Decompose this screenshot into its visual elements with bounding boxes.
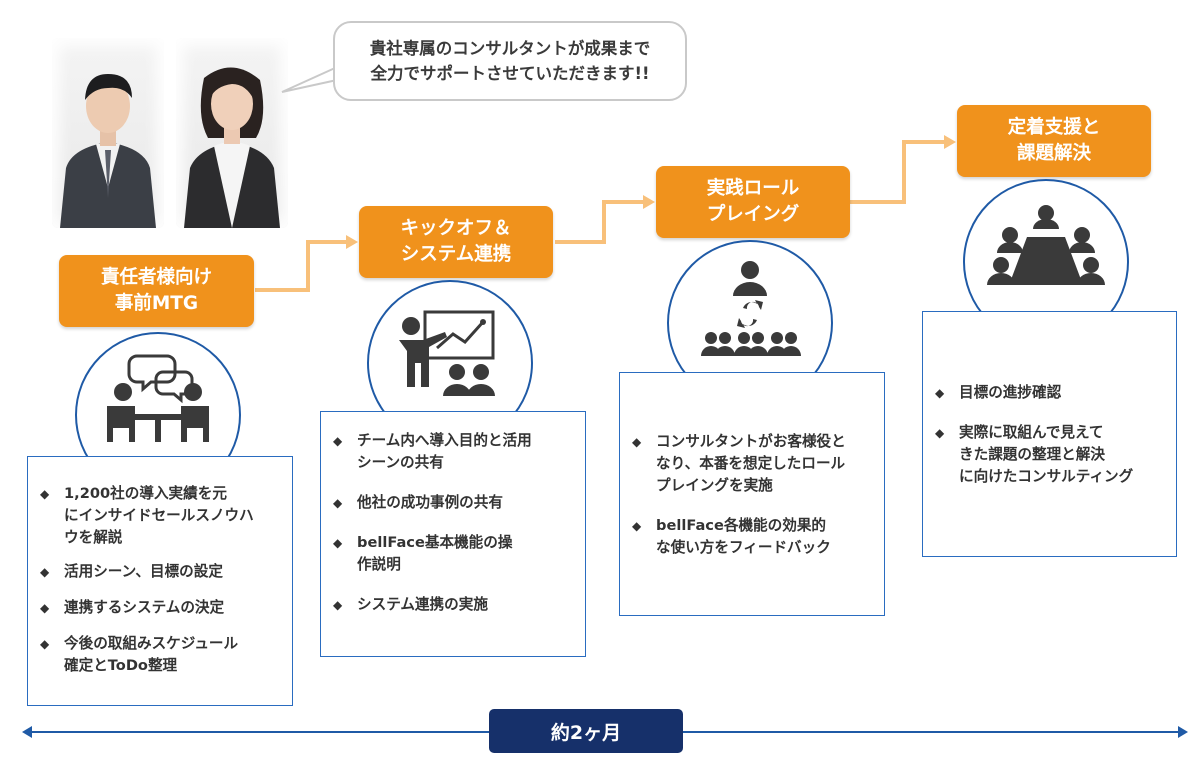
step-1-label: 責任者様向け 事前MTG — [59, 255, 254, 327]
consultant-photo-male — [52, 38, 164, 228]
role-playing-icon — [701, 261, 801, 356]
speech-bubble-tail — [281, 67, 338, 93]
connector-2-3 — [555, 200, 647, 244]
step-3-bullet-2: bellFace各機能の効果的 な使い方をフィードバック — [632, 515, 884, 559]
consultant-photo-female — [176, 38, 288, 228]
step-2-label: キックオフ＆ システム連携 — [359, 206, 553, 278]
timeline-arrow-right — [1178, 726, 1188, 738]
connector-arrowhead-3 — [944, 135, 956, 149]
step-3-details: コンサルタントがお客様役と なり、本番を想定したロール プレイングを実施 bel… — [619, 372, 885, 616]
step-3-bullet-1: コンサルタントがお客様役と なり、本番を想定したロール プレイングを実施 — [632, 431, 884, 497]
connector-1-2 — [255, 240, 350, 292]
step-1-bullet-1: 1,200社の導入実績を元 にインサイドセールスノウハ ウを解説 — [40, 483, 292, 549]
step-2-bullet-1: チーム内へ導入目的と活用 シーンの共有 — [333, 430, 585, 474]
step-4-bullet-2: 実際に取組んで見えて きた課題の整理と解決 に向けたコンサルティング — [935, 422, 1176, 488]
step-4-bullet-1: 目標の進捗確認 — [935, 382, 1176, 404]
step-1-bullet-3: 連携するシステムの決定 — [40, 597, 292, 619]
timeline-arrow-left — [22, 726, 32, 738]
speech-bubble: 貴社専属のコンサルタントが成果まで 全力でサポートさせていただきます!! — [333, 21, 687, 101]
step-2-bullet-4: システム連携の実施 — [333, 594, 585, 616]
step-2-details: チーム内へ導入目的と活用 シーンの共有 他社の成功事例の共有 bellFace基… — [320, 411, 586, 657]
meeting-icon — [107, 354, 209, 442]
step-1-details: 1,200社の導入実績を元 にインサイドセールスノウハ ウを解説 活用シーン、目… — [27, 456, 293, 706]
speech-bubble-text: 貴社専属のコンサルタントが成果まで 全力でサポートさせていただきます!! — [369, 39, 651, 83]
step-2-bullet-2: 他社の成功事例の共有 — [333, 492, 585, 514]
step-3-label: 実践ロール プレイング — [656, 166, 850, 238]
step-1-bullet-4: 今後の取組みスケジュール 確定とToDo整理 — [40, 633, 292, 677]
step-4-details: 目標の進捗確認 実際に取組んで見えて きた課題の整理と解決 に向けたコンサルティ… — [922, 311, 1177, 557]
conference-table-icon — [987, 205, 1105, 285]
step-1-bullet-2: 活用シーン、目標の設定 — [40, 561, 292, 583]
connector-3-4 — [850, 140, 948, 204]
connector-arrowhead-2 — [643, 195, 655, 209]
duration-label: 約2ヶ月 — [489, 709, 683, 753]
connector-arrowhead-1 — [346, 235, 358, 249]
step-4-label: 定着支援と 課題解決 — [957, 105, 1151, 177]
presentation-icon — [399, 310, 495, 396]
step-2-bullet-3: bellFace基本機能の操 作説明 — [333, 532, 585, 576]
